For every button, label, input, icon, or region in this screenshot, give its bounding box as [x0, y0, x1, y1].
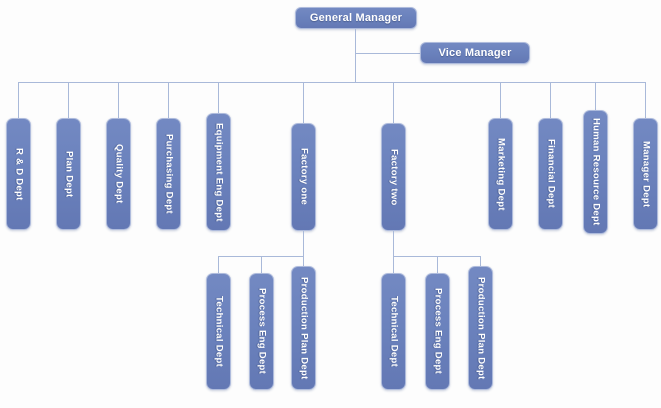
connector-drop-quality — [118, 82, 119, 118]
node-f2-production-plan-dept-label: Production Plan Dept — [475, 276, 487, 380]
connector-drop-factory-one — [303, 82, 304, 123]
connector-drop-f1-process — [261, 256, 262, 273]
connector-factory-two-stem — [393, 231, 394, 273]
node-quality-dept-label: Quality Dept — [113, 144, 125, 204]
node-f1-process-eng-dept[interactable]: Process Eng Dept — [249, 273, 274, 390]
connector-drop-f1-technical — [218, 256, 219, 273]
connector-drop-financial — [550, 82, 551, 118]
connector-drop-hr — [595, 82, 596, 110]
node-f1-technical-dept-label: Technical Dept — [213, 295, 225, 368]
connector-drop-marketing — [500, 82, 501, 118]
node-manager-dept-label: Manager Dept — [640, 140, 652, 208]
node-rd-dept-label: R & D Dept — [13, 147, 25, 201]
node-factory-two[interactable]: Factory two — [381, 123, 406, 231]
node-f1-process-eng-dept-label: Process Eng Dept — [256, 288, 268, 375]
node-financial-dept-label: Financial Dept — [545, 139, 557, 209]
node-vice-manager-label: Vice Manager — [438, 47, 512, 59]
node-quality-dept[interactable]: Quality Dept — [106, 118, 131, 230]
connector-drop-equipment — [218, 82, 219, 113]
node-general-manager[interactable]: General Manager — [295, 7, 417, 29]
connector-drop-factory-two — [393, 82, 394, 123]
connector-gm-stem — [355, 29, 356, 82]
node-f1-production-plan-dept-label: Production Plan Dept — [298, 276, 310, 380]
node-plan-dept-label: Plan Dept — [63, 150, 75, 198]
node-f2-technical-dept-label: Technical Dept — [388, 295, 400, 368]
node-factory-one[interactable]: Factory one — [291, 123, 316, 231]
connector-drop-f2-production — [480, 256, 481, 266]
node-factory-two-label: Factory two — [388, 148, 400, 206]
node-f2-production-plan-dept[interactable]: Production Plan Dept — [468, 266, 493, 390]
node-purchasing-dept[interactable]: Purchasing Dept — [156, 118, 181, 230]
connector-drop-plan — [68, 82, 69, 118]
node-financial-dept[interactable]: Financial Dept — [538, 118, 563, 230]
node-manager-dept[interactable]: Manager Dept — [633, 118, 658, 230]
node-marketing-dept-label: Marketing Dept — [495, 137, 507, 211]
connector-drop-f2-process — [437, 256, 438, 273]
connector-factory-two-bus — [393, 256, 480, 257]
node-f2-process-eng-dept-label: Process Eng Dept — [432, 288, 444, 375]
connector-main-bus — [18, 82, 646, 83]
node-equipment-eng-dept-label: Equipment Eng Dept — [213, 122, 225, 222]
node-f1-technical-dept[interactable]: Technical Dept — [206, 273, 231, 390]
node-vice-manager[interactable]: Vice Manager — [420, 42, 530, 64]
node-rd-dept[interactable]: R & D Dept — [6, 118, 31, 230]
connector-gm-to-vice — [355, 53, 421, 54]
node-marketing-dept[interactable]: Marketing Dept — [488, 118, 513, 230]
node-human-resource-dept[interactable]: Human Resource Dept — [583, 110, 608, 234]
node-f2-technical-dept[interactable]: Technical Dept — [381, 273, 406, 390]
connector-factory-one-stem — [303, 231, 304, 273]
node-purchasing-dept-label: Purchasing Dept — [163, 134, 175, 214]
node-f2-process-eng-dept[interactable]: Process Eng Dept — [425, 273, 450, 390]
connector-drop-manager — [645, 82, 646, 118]
node-f1-production-plan-dept[interactable]: Production Plan Dept — [291, 266, 316, 390]
connector-drop-purchasing — [168, 82, 169, 118]
connector-drop-rd — [18, 82, 19, 118]
node-human-resource-dept-label: Human Resource Dept — [590, 118, 602, 226]
node-factory-one-label: Factory one — [298, 148, 310, 206]
node-general-manager-label: General Manager — [309, 12, 403, 24]
node-equipment-eng-dept[interactable]: Equipment Eng Dept — [206, 113, 231, 231]
node-plan-dept[interactable]: Plan Dept — [56, 118, 81, 230]
